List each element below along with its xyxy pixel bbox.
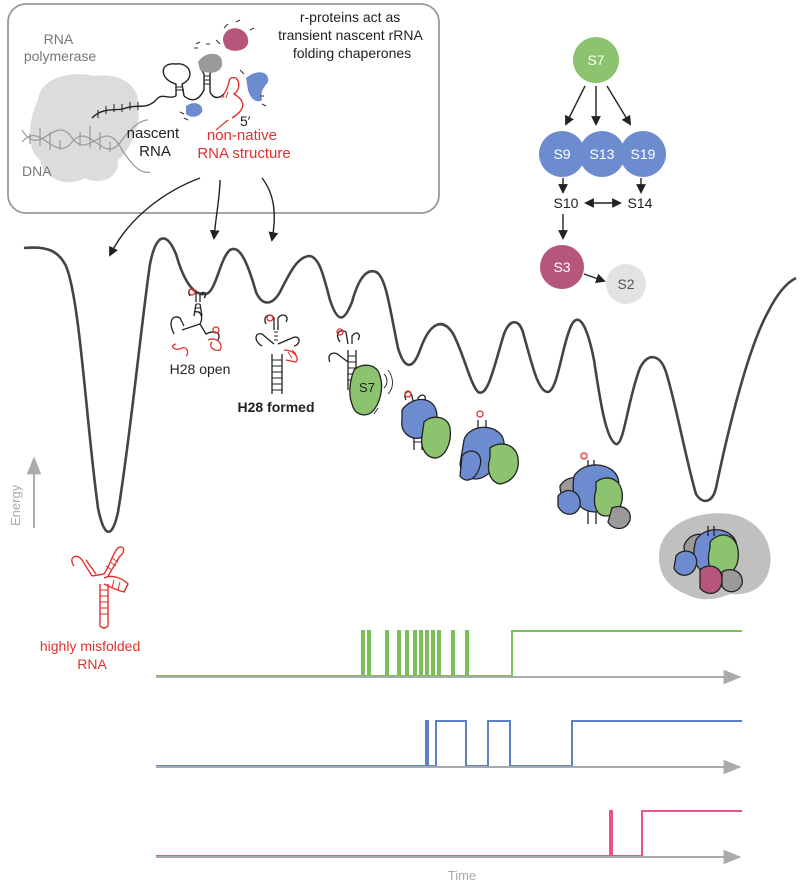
- blue-protein-icon: [246, 72, 269, 102]
- assembly-hierarchy: S7 S9 S13 S19 S10 S14 S3 S2: [539, 37, 666, 304]
- floating-r-proteins: [179, 19, 269, 121]
- energy-axis: Energy: [8, 456, 42, 528]
- node-s9-label: S9: [553, 146, 570, 162]
- node-s10-label: S10: [554, 195, 579, 211]
- inset-arrow-1: [109, 177, 201, 257]
- polymerase-label: RNA polymerase: [24, 31, 97, 64]
- energy-landscape-curve: [23, 237, 797, 534]
- h28-formed-label: H28 formed: [237, 399, 314, 415]
- green-binding-trace: [156, 630, 742, 677]
- node-s19: [620, 131, 666, 177]
- rna-polymerase-shape: [30, 74, 139, 183]
- s7-protein-icon: [349, 364, 383, 416]
- five-prime-label: 5′: [240, 113, 251, 129]
- s7-bound-label: S7: [359, 380, 375, 395]
- dna-label: DNA: [22, 163, 52, 179]
- inset-arrow-2: [209, 179, 221, 240]
- energy-axis-label: Energy: [8, 484, 23, 526]
- inset-frame: [7, 3, 440, 214]
- intermediate-s7-s9-s13: [459, 410, 519, 485]
- mature-subunit: [659, 513, 771, 600]
- nascent-rna-label: nascent RNA: [127, 125, 184, 160]
- node-s19-label: S19: [631, 146, 656, 162]
- time-axis-label: Time: [448, 868, 476, 883]
- blue-binding-trace: [156, 720, 742, 767]
- node-s2: [606, 264, 646, 304]
- h28-open-structure: [170, 288, 222, 357]
- node-s14-label: S14: [628, 195, 653, 211]
- binding-traces: Time: [156, 630, 742, 883]
- node-s7: [573, 37, 619, 83]
- maroon-protein-icon: [223, 28, 249, 51]
- nonnative-label: non-native RNA structure: [197, 127, 290, 162]
- node-s3-label: S3: [553, 259, 570, 275]
- dna-helix-icon: [21, 119, 151, 173]
- h28-formed-structure: [255, 314, 300, 394]
- grey-protein-icon: [198, 53, 223, 73]
- blue-protein-small-icon: [186, 103, 203, 117]
- intermediate-s7-s9: [401, 390, 452, 459]
- misfolded-label: highly misfolded RNA: [40, 638, 144, 672]
- node-s9: [539, 131, 585, 177]
- node-s2-label: S2: [617, 276, 634, 292]
- pink-binding-trace: [156, 810, 742, 857]
- node-s13: [579, 131, 625, 177]
- nonnative-rna-structure: [221, 76, 244, 119]
- intermediate-multi-protein: [557, 452, 631, 530]
- misfolded-rna-structure: [71, 546, 129, 629]
- node-s7-label: S7: [587, 52, 604, 68]
- cotranscriptional-inset: RNA polymerase DNA 5′ nascent RNA: [7, 3, 440, 257]
- inset-arrow-3: [261, 177, 279, 242]
- node-s13-label: S13: [590, 146, 615, 162]
- s7-bound-intermediate: [328, 328, 393, 416]
- chaperone-text: r-proteins act as transient nascent rRNA…: [278, 9, 426, 61]
- h28-open-label: H28 open: [170, 361, 231, 377]
- node-s3: [540, 245, 584, 289]
